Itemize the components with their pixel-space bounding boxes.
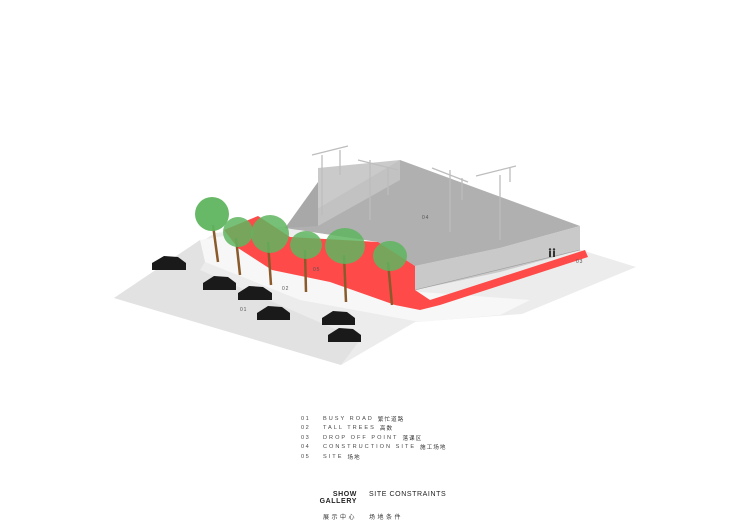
legend-label-cn: 高数 [379, 426, 394, 432]
legend-number: 01 [301, 415, 311, 422]
subtitle-b: 场地条件 [369, 515, 404, 521]
legend-label-en: DROP OFF POINT [323, 434, 399, 441]
legend-label-en: CONSTRUCTION SITE [323, 444, 417, 450]
people [548, 248, 556, 257]
legend-label-cn: 施工场地 [420, 445, 447, 451]
label-04: 04 [422, 215, 429, 221]
car-3 [238, 286, 272, 300]
legend-label-cn: 场地 [347, 454, 361, 461]
label-02: 02 [282, 286, 289, 292]
crane-1 [311, 145, 349, 215]
legend-label-en: BUSY ROAD [323, 415, 374, 422]
construction-wall-left [318, 160, 400, 226]
legend-item: 04 CONSTRUCTION SITE 施工场地 [301, 443, 561, 452]
tree-1 [195, 197, 229, 263]
car-2 [203, 276, 236, 290]
site-axonometric-diagram: 01 02 03 04 05 [114, 145, 636, 365]
title-bold: SHOW GALLERY [319, 491, 357, 505]
legend-label-cn: 繁忙道路 [377, 416, 405, 423]
tree-6 [373, 241, 407, 306]
car-4 [257, 306, 290, 320]
title-regular: SITE CONSTRAINTS [369, 491, 447, 498]
footer-title: SHOW GALLERY SITE CONSTRAINTS [0, 491, 750, 505]
trees [195, 197, 407, 306]
legend-item: 05 SITE 场地 [301, 452, 561, 461]
legend-item: 01 BUSY ROAD 繁忙道路 [301, 414, 561, 423]
legend-label-en: SITE [323, 453, 344, 460]
tree-2 [223, 217, 253, 276]
legend-label-en: TALL TREES [323, 425, 376, 431]
footer-subtitle: 展示中心 场地条件 [0, 512, 750, 521]
wall-edge [414, 249, 581, 291]
legend-number: 04 [301, 444, 311, 450]
legend-label-cn: 落课区 [402, 435, 423, 442]
busy-road [114, 240, 360, 365]
label-01: 01 [240, 307, 247, 313]
construction-wall-back [285, 182, 318, 228]
label-03: 03 [576, 259, 583, 265]
crane-4 [475, 165, 517, 240]
legend-item: 03 DROP OFF POINT 落课区 [301, 433, 561, 442]
legend: 01 BUSY ROAD 繁忙道路 02 TALL TREES 高数 03 DR… [301, 414, 561, 462]
tree-4 [290, 231, 322, 293]
car-6 [328, 328, 361, 342]
footer: SHOW GALLERY SITE CONSTRAINTS 展示中心 场地条件 [0, 491, 750, 521]
legend-item: 02 TALL TREES 高数 [301, 424, 561, 433]
construction-wall-front [415, 226, 580, 290]
crane-2 [357, 159, 399, 220]
car-1 [152, 256, 186, 270]
legend-number: 05 [301, 453, 311, 460]
crane-group [311, 145, 517, 240]
crane-3 [431, 167, 469, 232]
tree-5 [325, 228, 365, 303]
subtitle-a: 展示中心 [322, 515, 357, 521]
cars [152, 256, 361, 342]
legend-number: 03 [301, 434, 311, 441]
tree-3 [251, 215, 289, 286]
label-05: 05 [313, 267, 320, 273]
legend-number: 02 [301, 425, 311, 431]
car-5 [322, 311, 355, 325]
